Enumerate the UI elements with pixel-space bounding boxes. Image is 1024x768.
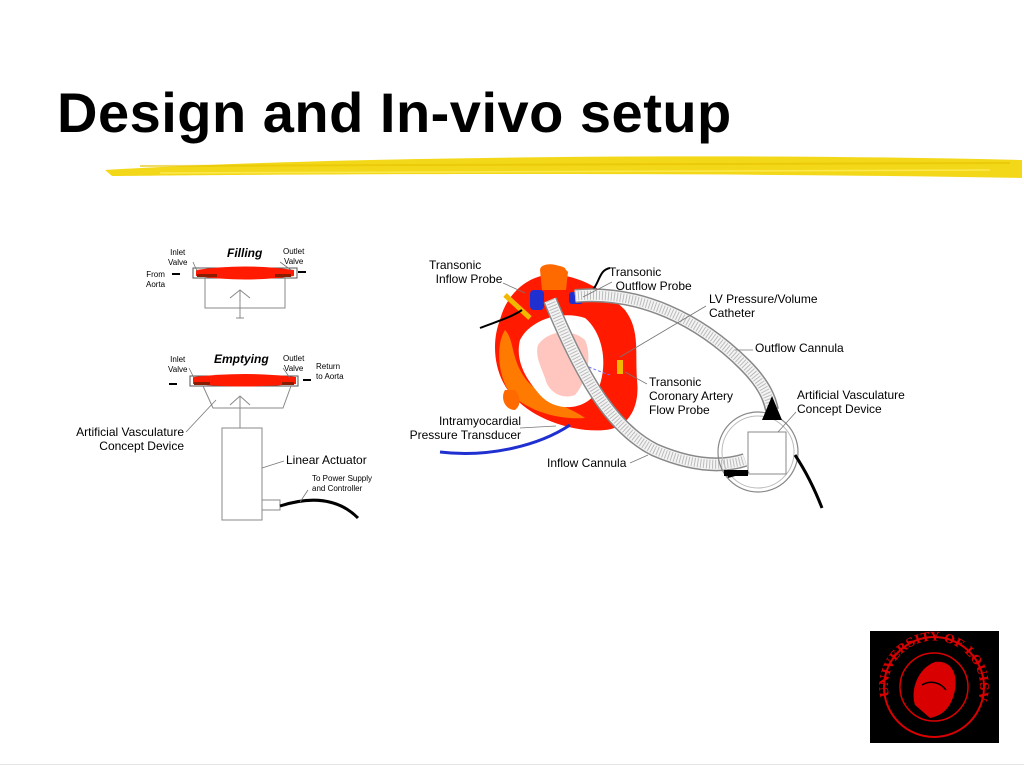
filling-chamber: [172, 266, 306, 319]
transonic-coronary-probe-label: Transonic Coronary Artery Flow Probe: [649, 375, 734, 417]
left-leader-lines: [185, 261, 309, 503]
inflow-cannula-label: Inflow Cannula: [547, 456, 627, 470]
title-underline-highlight: [105, 156, 1022, 178]
transonic-outflow-probe-label: Transonic Outflow Probe: [609, 265, 692, 293]
linear-actuator: [221, 427, 360, 521]
footer-divider: [0, 764, 1024, 765]
emptying-outlet-valve-label: Outlet Valve: [283, 354, 305, 373]
artificial-vasculature-device: [717, 396, 824, 509]
from-aorta-label: From Aorta: [146, 270, 166, 289]
outflow-cannula-label: Outflow Cannula: [755, 341, 844, 355]
intramyocardial-transducer-label: Intramyocardial Pressure Transducer: [409, 414, 521, 442]
filling-label: Filling: [227, 246, 263, 260]
transonic-inflow-probe-label: Transonic Inflow Probe: [429, 258, 503, 286]
cannula-tubing: [543, 288, 779, 472]
left-artificial-vasculature-label: Artificial Vasculature Concept Device: [76, 425, 184, 453]
emptying-chamber: [169, 374, 311, 428]
right-leader-lines: [502, 281, 797, 464]
right-artificial-vasculature-label: Artificial Vasculature Concept Device: [797, 388, 905, 416]
power-supply-label: To Power Supply and Controller: [312, 474, 373, 493]
lv-pressure-catheter-label: LV Pressure/Volume Catheter: [709, 292, 818, 320]
emptying-label: Emptying: [214, 352, 269, 366]
filling-inlet-valve-label: Inlet Valve: [168, 248, 188, 267]
linear-actuator-label: Linear Actuator: [286, 453, 367, 467]
filling-outlet-valve-label: Outlet Valve: [283, 247, 305, 266]
slide-title: Design and In-vivo setup: [57, 81, 732, 144]
return-to-aorta-label: Return to Aorta: [316, 362, 344, 381]
emptying-inlet-valve-label: Inlet Valve: [168, 355, 188, 374]
